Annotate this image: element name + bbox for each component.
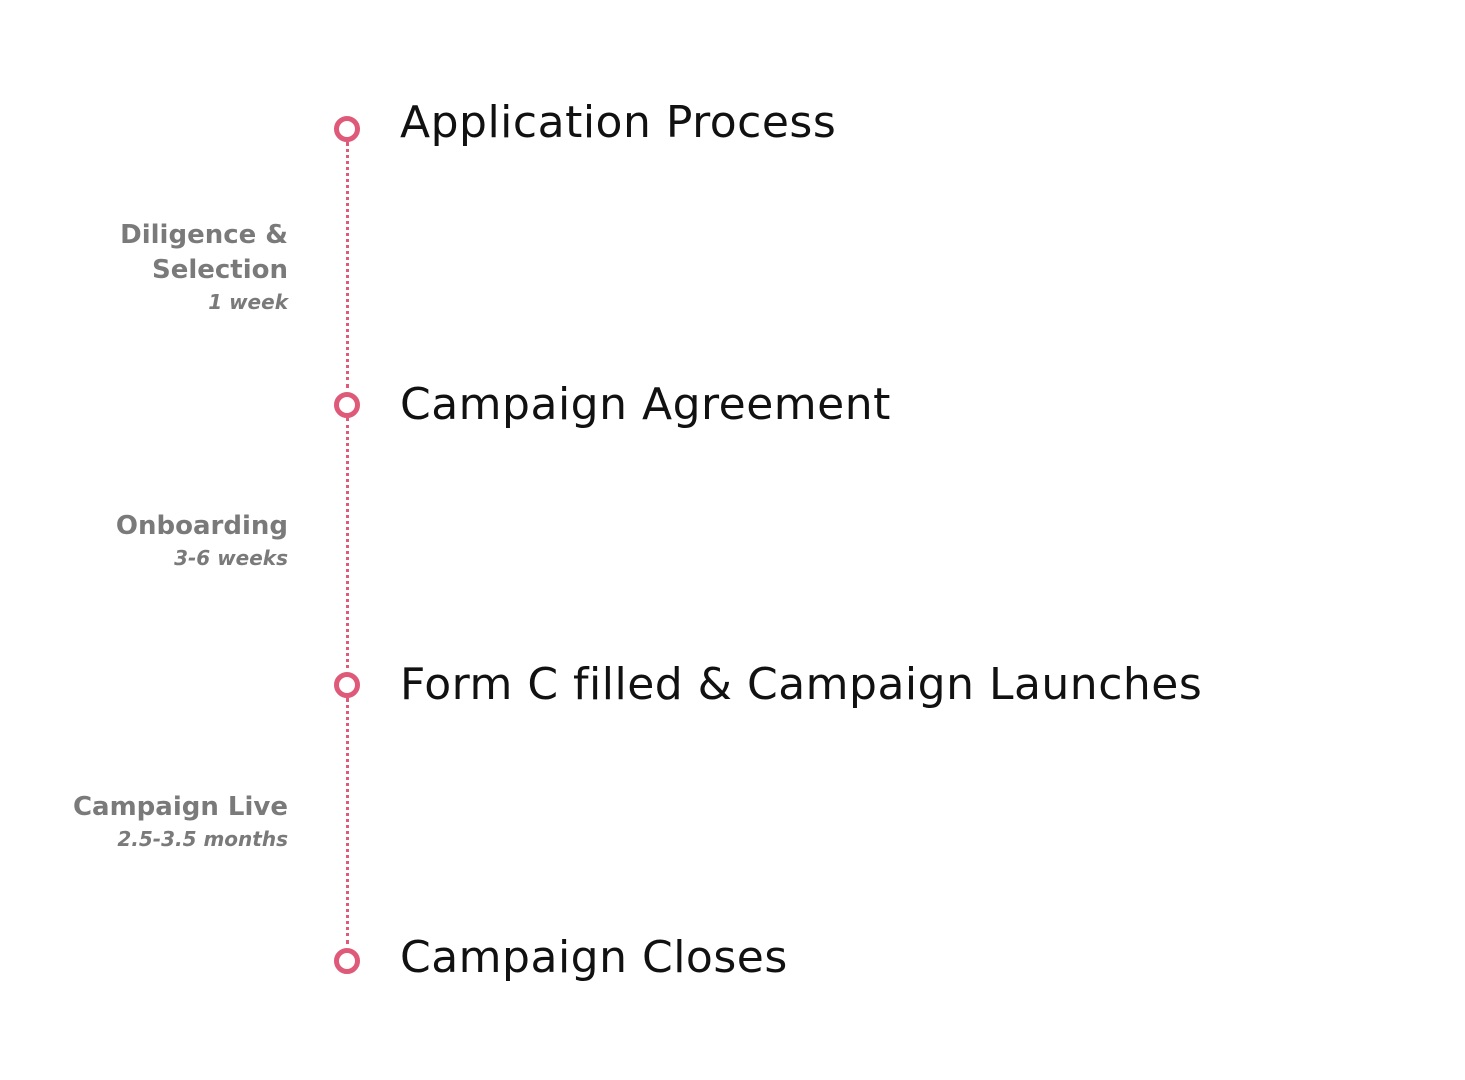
phase-campaign-live: Campaign Live 2.5-3.5 months (73, 790, 288, 853)
milestone-form-c-launch: Form C filled & Campaign Launches (400, 659, 1203, 710)
milestone-campaign-agreement: Campaign Agreement (400, 379, 891, 430)
milestone-node-icon (334, 948, 360, 974)
milestone-node-icon (334, 116, 360, 142)
dotted-connector-line (346, 142, 349, 388)
milestone-node-icon (334, 672, 360, 698)
phase-duration: 3-6 weeks (174, 546, 288, 570)
phase-diligence-selection: Diligence & Selection 1 week (120, 218, 288, 316)
dotted-connector-line (346, 418, 349, 668)
phase-name: Selection (151, 255, 288, 285)
phase-duration: 2.5-3.5 months (117, 827, 288, 851)
phase-duration: 1 week (208, 290, 288, 314)
phase-name: Campaign Live (72, 792, 288, 822)
milestone-campaign-closes: Campaign Closes (400, 932, 788, 983)
phase-onboarding: Onboarding 3-6 weeks (116, 509, 288, 572)
milestone-node-icon (334, 392, 360, 418)
dotted-connector-line (346, 698, 349, 944)
milestone-application-process: Application Process (400, 97, 837, 148)
phase-name: Onboarding (115, 511, 288, 541)
phase-name: Diligence & (120, 220, 288, 250)
